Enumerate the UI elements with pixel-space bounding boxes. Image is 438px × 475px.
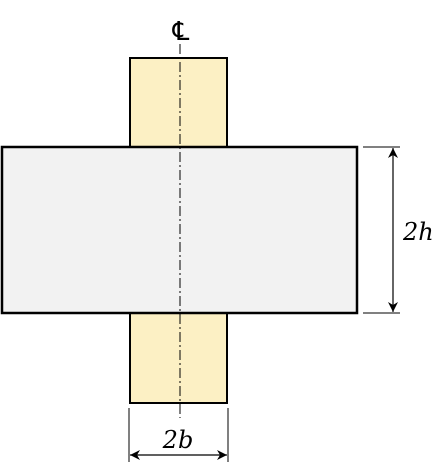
width-label: 2b [162, 426, 194, 454]
lower-rod [129, 312, 228, 404]
height-label: 2h [402, 218, 434, 246]
upper-rod [129, 57, 228, 151]
centerline-symbol: ℄ [172, 17, 190, 47]
